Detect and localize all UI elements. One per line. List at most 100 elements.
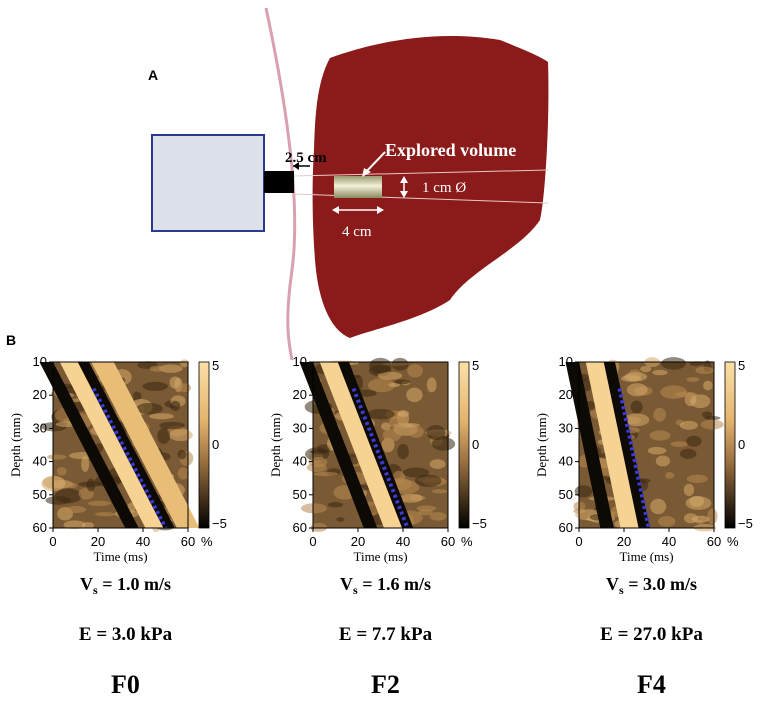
fibrosis-stage-label: F0 xyxy=(111,670,140,699)
heatmap-texture xyxy=(66,482,78,489)
colorbar-tick-label: 5 xyxy=(472,358,479,373)
heatmap-texture xyxy=(177,467,189,480)
heatmap-texture xyxy=(366,409,395,420)
y-tick-label: 60 xyxy=(293,520,307,535)
x-tick-label: 40 xyxy=(396,534,410,549)
heatmap-texture xyxy=(623,413,650,427)
y-tick-label: 20 xyxy=(559,387,573,402)
heatmap-texture xyxy=(168,429,193,442)
colorbar-tick-label: −5 xyxy=(472,516,487,531)
heatmap-texture xyxy=(54,488,82,504)
heatmap-texture xyxy=(432,489,448,494)
heatmap-texture xyxy=(180,359,189,368)
y-axis-label: Depth (mm) xyxy=(8,413,23,477)
heatmap-texture xyxy=(300,503,327,514)
y-tick-label: 50 xyxy=(293,487,307,502)
heatmap-texture xyxy=(327,502,344,508)
heatmap-bright-band xyxy=(319,362,405,528)
heatmap-bright-band xyxy=(59,362,166,528)
heatmap-texture xyxy=(703,380,713,391)
colorbar-tick-label: 0 xyxy=(212,437,219,452)
heatmap-texture xyxy=(377,371,403,380)
heatmap-texture xyxy=(620,374,642,382)
elasticity-label: E = 27.0 kPa xyxy=(600,624,703,645)
heatmap-texture xyxy=(81,456,90,472)
heatmap-texture xyxy=(431,437,456,451)
heatmap-texture xyxy=(701,411,713,418)
y-tick-label: 10 xyxy=(559,354,573,369)
x-tick-label: 60 xyxy=(181,534,195,549)
heatmap-texture xyxy=(686,377,700,382)
colorbar-tick-label: 5 xyxy=(212,358,219,373)
heatmap-texture xyxy=(170,400,181,412)
heatmap-texture xyxy=(336,517,345,522)
y-tick-label: 20 xyxy=(293,387,307,402)
wave-fit-line xyxy=(351,387,410,529)
heatmap-texture xyxy=(653,407,667,422)
y-tick-label: 40 xyxy=(559,454,573,469)
heatmap-texture xyxy=(81,521,95,529)
heatmap-texture xyxy=(691,515,710,523)
heatmap-texture xyxy=(665,472,675,479)
heatmap-texture xyxy=(63,520,86,530)
x-tick-label: 0 xyxy=(309,534,316,549)
x-axis-label: Time (ms) xyxy=(619,549,673,564)
heatmap-texture xyxy=(312,471,339,477)
x-axis-label: Time (ms) xyxy=(93,549,147,564)
heatmap-texture xyxy=(408,425,424,438)
x-tick-label: 0 xyxy=(49,534,56,549)
heatmap-texture xyxy=(394,379,411,385)
heatmap-texture xyxy=(157,428,171,445)
heatmap-texture xyxy=(369,357,392,374)
heatmap-texture xyxy=(309,449,331,454)
y-tick-label: 30 xyxy=(293,420,307,435)
heatmap-texture xyxy=(159,421,185,430)
heatmap-texture xyxy=(86,478,96,492)
y-tick-label: 50 xyxy=(559,487,573,502)
heatmap-texture xyxy=(149,413,175,420)
beam-line-top xyxy=(293,169,549,177)
heatmap-texture xyxy=(178,383,192,393)
heatmap-texture xyxy=(660,385,688,399)
diameter-label: 1 cm Ø xyxy=(422,180,466,196)
y-tick-label: 30 xyxy=(559,420,573,435)
heatmap-texture xyxy=(399,495,426,501)
colorbar-tick-label: 0 xyxy=(472,437,479,452)
heatmap-texture xyxy=(661,357,687,370)
y-axis-label: Depth (mm) xyxy=(268,413,283,477)
heatmap-texture xyxy=(388,382,401,388)
y-tick-label: 30 xyxy=(33,420,47,435)
heatmap-bright-band-2 xyxy=(91,362,200,528)
heatmap-texture xyxy=(429,459,446,469)
heatmap-texture xyxy=(658,516,676,527)
heatmap-texture xyxy=(391,357,409,371)
heatmap-texture xyxy=(426,377,437,393)
x-tick-label: 40 xyxy=(662,534,676,549)
heatmap-texture xyxy=(310,522,328,532)
y-tick-label: 50 xyxy=(33,487,47,502)
skin-curve xyxy=(264,7,297,361)
x-tick-label: 60 xyxy=(441,534,455,549)
heatmap-texture xyxy=(690,394,711,409)
heatmap-frame xyxy=(578,361,715,529)
heatmap-texture xyxy=(169,376,181,389)
panel-a-letter: A xyxy=(148,67,158,83)
liver-shape xyxy=(312,36,549,339)
shear-velocity-label: Vs = 3.0 m/s xyxy=(606,574,697,597)
heatmap-texture xyxy=(397,443,409,460)
shear-velocity-label: Vs = 1.6 m/s xyxy=(340,574,431,597)
colorbar-tick-label: −5 xyxy=(738,516,753,531)
probe-box xyxy=(151,134,265,232)
y-tick-label: 10 xyxy=(293,354,307,369)
volume-pointer xyxy=(364,151,386,174)
heatmap-texture xyxy=(640,365,652,373)
heatmap-texture xyxy=(626,383,648,397)
length-arrowhead-right xyxy=(377,206,384,214)
explored-volume-cylinder xyxy=(334,176,382,198)
heatmap-frame xyxy=(52,361,189,529)
heatmap-texture xyxy=(689,495,705,507)
heatmap-dark-band-left xyxy=(39,362,139,528)
elasticity-label: E = 7.7 kPa xyxy=(339,624,433,645)
